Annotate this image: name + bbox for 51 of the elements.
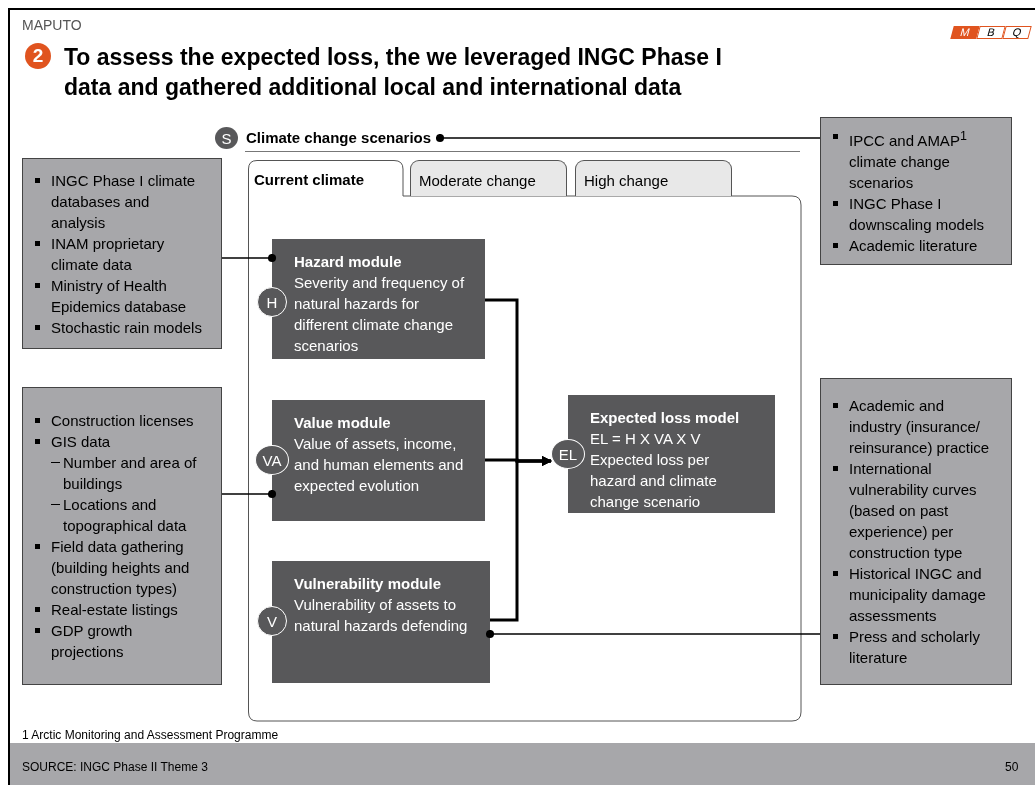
bullet-item: INGC Phase I downscaling models [821, 193, 995, 235]
module-title: Hazard module [294, 252, 403, 272]
bullet-item: INGC Phase I climate databases and analysis [23, 169, 205, 233]
module-text: Expected loss per hazard and climate change scenario [590, 450, 718, 512]
module-box [551, 395, 775, 513]
tag: M [950, 26, 980, 39]
source-box [22, 387, 222, 685]
module-text: Severity and frequency of natural hazards for different climate change scenarios [294, 273, 466, 356]
bullet-item: Locations and topographical data [23, 494, 205, 536]
step-marker: 2 [25, 43, 51, 69]
bullet-item: Number and area of buildings [23, 452, 205, 494]
bullet-item: GIS data [23, 431, 205, 452]
module-text: EL = H X VA X V [590, 429, 702, 449]
bullet-item: International vulnerability curves (based on past experience) per construction type [821, 458, 995, 563]
source-note: SOURCE: INGC Phase II Theme 3 [22, 760, 208, 774]
connector-line [435, 133, 821, 143]
module-title: Expected loss model [590, 408, 741, 428]
slide-title: To assess the expected loss, the we leveraged INGC Phase I data and gathered additional local and international data [64, 43, 723, 102]
bullet-item: Ministry of Health Epidemics database [23, 274, 205, 317]
connector-line [221, 489, 277, 499]
module-title: Vulnerability module [294, 574, 442, 594]
module-text: Vulnerability of assets to natural hazards defending [294, 595, 469, 636]
bullet-item: GDP growth projections [23, 620, 205, 662]
bullet-item: IPCC and AMAP$^{1}$ climate change scenarios [821, 126, 995, 193]
tag: Q [1002, 26, 1032, 39]
bullet-item: Real-estate listings [23, 599, 205, 620]
flow-arrow [490, 456, 552, 622]
tab-label: Current climate [254, 171, 365, 188]
tab: High change [575, 160, 732, 196]
page-number: 50 [1005, 760, 1019, 774]
source-box [22, 158, 222, 349]
source-box [820, 378, 1012, 685]
module-text: Value of assets, income, and human elements and expected evolution [294, 434, 465, 496]
bullet-item: INAM proprietary climate data [23, 232, 205, 275]
bullet-item: Historical INGC and municipality damage assessments [821, 563, 995, 626]
bullet-item: Academic literature [821, 235, 995, 256]
bullet-item: Construction licenses [23, 410, 205, 431]
connector-line [221, 253, 277, 263]
module-title: Value module [294, 413, 392, 433]
tab: Moderate change [410, 160, 567, 196]
footnote: 1 Arctic Monitoring and Assessment Programme [22, 728, 279, 742]
source-box [820, 117, 1012, 265]
step-marker: S [215, 127, 238, 149]
tag: B [976, 26, 1006, 39]
bullet-item: Academic and industry (insurance/ reinsurance) practice [821, 395, 995, 458]
heading-text: Climate change scenarios [246, 128, 433, 148]
bullet-item: Field data gathering (building heights and construction types) [23, 536, 205, 599]
bullet-item: Stochastic rain models [23, 316, 205, 338]
connector-line [485, 629, 821, 639]
location-label: MAPUTO [22, 17, 82, 33]
bullet-item: Press and scholarly literature [821, 626, 995, 668]
